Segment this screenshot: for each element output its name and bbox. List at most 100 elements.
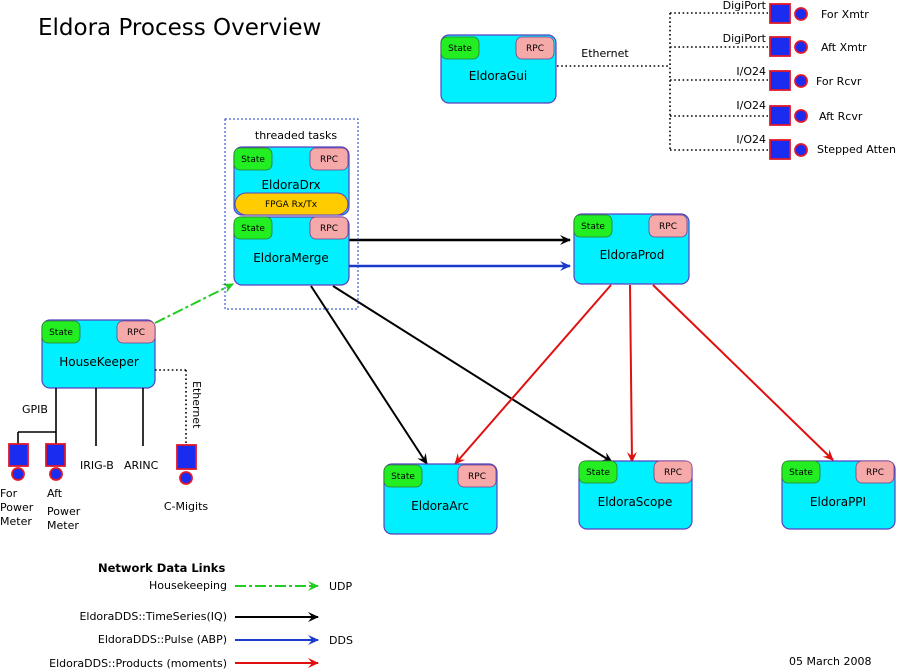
rpc-tag-label: RPC	[866, 468, 884, 478]
state-tag-label: State	[581, 222, 605, 232]
gui-device-for-xmtr: DigiPort For Xmtr	[723, 0, 869, 24]
legend-protocol-dds: DDS	[329, 634, 353, 647]
rpc-tag	[309, 216, 349, 240]
device-label: C-Migits	[164, 500, 209, 513]
device-label-line: For	[0, 487, 18, 500]
port-label: I/O24	[736, 99, 766, 112]
device-label: Aft Rcvr	[819, 110, 863, 123]
device-square-icon	[176, 444, 197, 470]
device-circle-icon	[794, 74, 808, 88]
rpc-tag	[457, 464, 497, 488]
device-label-line: Power	[47, 505, 81, 518]
rpc-tag-label: RPC	[320, 155, 338, 165]
device-c-migits: C-Migits	[164, 444, 209, 513]
state-tag	[573, 214, 613, 238]
node-housekeeper[interactable]: State RPC HouseKeeper	[41, 319, 156, 389]
device-square-icon	[769, 36, 791, 57]
fpga-label: FPGA Rx/Tx	[265, 200, 318, 210]
device-label: Stepped Atten	[817, 143, 896, 156]
legend-label-products: EldoraDDS::Products (moments)	[49, 657, 227, 669]
housekeeper-ethernet-label: Ethernet	[190, 381, 203, 429]
device-square-icon	[8, 443, 29, 467]
products-link-prod-arc	[454, 284, 612, 465]
rpc-tag	[515, 36, 555, 60]
legend-label-pulse: EldoraDDS::Pulse (ABP)	[98, 633, 227, 646]
node-eldorappi[interactable]: State RPC EldoraPPI	[781, 460, 896, 530]
device-circle-icon	[11, 467, 25, 481]
housekeeper-wiring	[17, 369, 187, 446]
state-tag-label: State	[448, 44, 472, 54]
products-link-prod-scope	[626, 284, 637, 463]
node-label: HouseKeeper	[59, 355, 139, 369]
housekeeping-link	[154, 283, 234, 324]
state-tag	[578, 460, 618, 484]
gui-device-stepped-atten: I/O24 Stepped Atten	[736, 133, 896, 160]
state-tag	[440, 36, 480, 60]
state-tag	[383, 464, 423, 488]
state-tag	[233, 216, 273, 240]
arinc-label: ARINC	[124, 459, 159, 472]
gui-device-aft-xmtr: DigiPort Aft Xmtr	[723, 32, 867, 57]
state-tag-label: State	[789, 468, 813, 478]
device-square-icon	[769, 70, 791, 91]
node-eldoradrx[interactable]: State RPC EldoraDrx FPGA Rx/Tx	[233, 146, 350, 216]
device-label: For Xmtr	[821, 8, 869, 21]
gui-ethernet-bus	[557, 12, 768, 151]
diagram-date: 05 March 2008	[789, 655, 872, 668]
node-label: EldoraArc	[411, 499, 469, 513]
device-circle-icon	[794, 40, 808, 54]
gui-device-aft-rcvr: I/O24 Aft Rcvr	[736, 99, 863, 126]
state-tag-label: State	[391, 472, 415, 482]
device-label: Aft Xmtr	[821, 41, 867, 54]
node-eldoraprod[interactable]: State RPC EldoraProd	[573, 213, 690, 285]
rpc-tag	[653, 460, 693, 484]
rpc-tag	[648, 214, 688, 238]
threaded-tasks-group	[224, 118, 359, 310]
irig-label: IRIG-B	[80, 459, 114, 472]
device-for-power-meter: For Power Meter	[0, 443, 34, 528]
node-label: EldoraPPI	[810, 495, 866, 509]
state-tag	[233, 147, 273, 171]
rpc-tag-label: RPC	[664, 468, 682, 478]
node-eldorascope[interactable]: State RPC EldoraScope	[578, 460, 693, 530]
device-label-line: Aft	[47, 487, 63, 500]
port-label: I/O24	[736, 133, 766, 146]
device-square-icon	[769, 3, 791, 24]
rpc-tag-label: RPC	[526, 44, 544, 54]
legend-title: Network Data Links	[98, 561, 225, 575]
device-circle-icon	[49, 467, 63, 481]
port-label: DigiPort	[723, 32, 767, 45]
legend: Network Data Links Housekeeping UDP Eldo…	[49, 561, 353, 669]
timeseries-link-merge-arc	[310, 285, 428, 465]
node-label: EldoraDrx	[261, 178, 320, 192]
products-link-prod-ppi	[652, 284, 834, 461]
device-circle-icon	[794, 109, 808, 123]
node-label: EldoraProd	[600, 248, 665, 262]
rpc-tag-label: RPC	[320, 224, 338, 234]
rpc-tag	[855, 460, 895, 484]
rpc-tag-label: RPC	[127, 328, 145, 338]
legend-protocol-udp: UDP	[329, 580, 353, 593]
gpib-label: GPIB	[22, 403, 48, 416]
gui-device-for-rcvr: I/O24 For Rcvr	[736, 65, 862, 91]
device-label-line: Meter	[47, 519, 79, 532]
device-label: For Rcvr	[816, 75, 862, 88]
node-eldoramerge[interactable]: State RPC EldoraMerge	[233, 216, 350, 286]
port-label: DigiPort	[723, 0, 767, 12]
device-square-icon	[769, 139, 791, 160]
state-tag-label: State	[241, 155, 265, 165]
node-eldoraarc[interactable]: State RPC EldoraArc	[383, 463, 498, 535]
legend-label-housekeeping: Housekeeping	[149, 579, 227, 592]
device-circle-icon	[794, 143, 808, 157]
device-aft-power-meter: Aft Power Meter	[45, 443, 81, 532]
legend-label-timeseries: EldoraDDS::TimeSeries(IQ)	[79, 610, 227, 623]
state-tag-label: State	[49, 328, 73, 338]
node-eldoragui[interactable]: State RPC EldoraGui	[440, 34, 557, 104]
gui-ethernet-label: Ethernet	[581, 47, 629, 60]
rpc-tag	[309, 147, 349, 171]
state-tag-label: State	[241, 224, 265, 234]
device-square-icon	[769, 105, 791, 126]
rpc-tag-label: RPC	[468, 472, 486, 482]
device-label-line: Power	[0, 501, 34, 514]
